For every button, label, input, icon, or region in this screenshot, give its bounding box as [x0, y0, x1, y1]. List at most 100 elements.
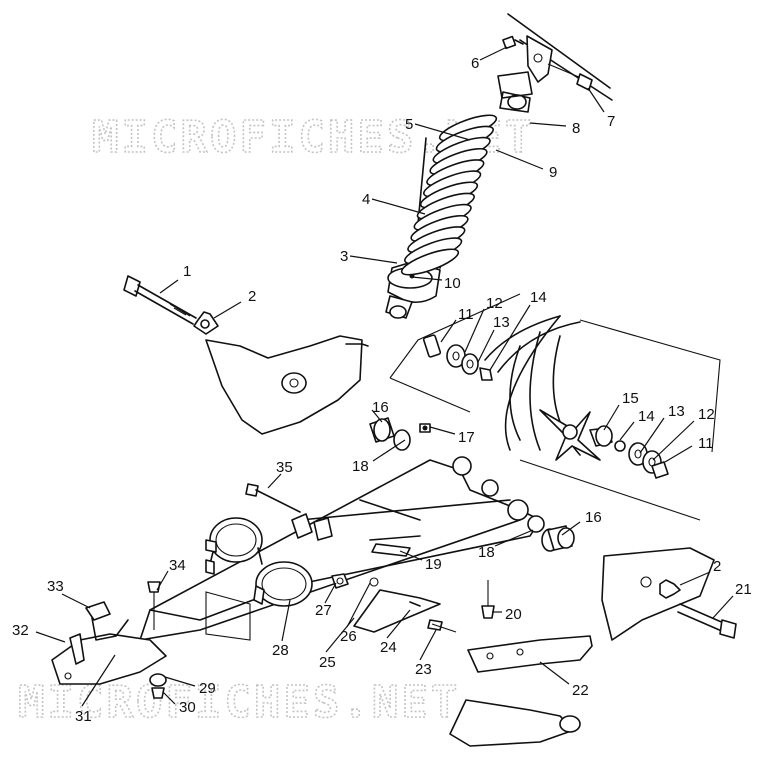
callout-26: 26 [340, 628, 357, 645]
callout-11: 11 [698, 435, 714, 452]
callout-23: 23 [415, 661, 432, 678]
leader-line [164, 676, 196, 687]
a-arm [139, 456, 545, 641]
leader-line [429, 426, 456, 435]
leader-line [213, 301, 242, 319]
callout-7: 7 [607, 113, 615, 130]
leader-line [281, 599, 291, 642]
callout-14: 14 [530, 289, 547, 306]
callout-18: 18 [352, 458, 369, 475]
callout-35: 35 [276, 459, 293, 476]
callout-27: 27 [315, 602, 332, 619]
foot-bracket [51, 601, 167, 685]
callout-13: 13 [493, 314, 510, 331]
leader-line [267, 473, 282, 489]
callout-6: 6 [471, 55, 479, 72]
callout-16: 16 [585, 509, 602, 526]
leader-line [346, 582, 371, 628]
leader-line [587, 87, 605, 113]
leader-line [561, 521, 581, 536]
callout-28: 28 [272, 642, 289, 659]
callout-17: 17 [458, 429, 475, 446]
callout-19: 19 [425, 556, 442, 573]
clamp-collars [205, 513, 333, 607]
leader-line [679, 571, 711, 586]
bolt-21 [677, 603, 737, 639]
a-arm-mount-bracket [205, 335, 369, 435]
washer-stack-right [589, 425, 669, 479]
leader-line [372, 439, 406, 462]
leader-line [464, 308, 485, 353]
hardware-box-left [205, 591, 251, 641]
leader-line [399, 550, 423, 561]
leader-line [494, 529, 534, 547]
leader-line [35, 631, 66, 643]
leader-line [162, 691, 176, 705]
right-bracket [601, 547, 715, 641]
callout-15: 15 [622, 390, 639, 407]
skid-plate [449, 635, 593, 747]
leader-line [495, 149, 544, 170]
bracket-25 [353, 577, 441, 633]
callout-32: 32 [12, 622, 29, 639]
callout-3: 3 [340, 248, 348, 265]
callout-1: 1 [183, 263, 191, 280]
callout-9: 9 [549, 164, 557, 181]
callout-29: 29 [199, 680, 216, 697]
leader-line [639, 417, 665, 454]
bolt-35 [245, 483, 301, 513]
callout-2: 2 [248, 288, 256, 305]
leader-line [712, 595, 734, 619]
leader-line [371, 198, 426, 215]
callout-24: 24 [380, 639, 397, 656]
leader-line [349, 255, 398, 264]
leader-line [411, 276, 443, 281]
nut-27 [331, 573, 349, 589]
leader-line [419, 629, 437, 661]
callout-16: 16 [372, 399, 389, 416]
leader-line [619, 421, 635, 441]
upper-bolt [123, 275, 197, 325]
wheel-hub [484, 315, 601, 461]
leader-line [414, 123, 471, 141]
callout-18: 18 [478, 544, 495, 561]
callout-34: 34 [169, 557, 186, 574]
leader-line [61, 593, 91, 609]
callout-4: 4 [362, 191, 370, 208]
callout-2: 2 [713, 558, 721, 575]
leader-line [477, 329, 495, 363]
leader-line [479, 46, 508, 61]
leader-line [156, 570, 169, 591]
leader-line [386, 609, 411, 639]
washer-stack-left [422, 334, 493, 381]
leader-line [529, 122, 567, 127]
leader-line [652, 420, 695, 461]
bolt-20 [481, 580, 495, 619]
callout-21: 21 [735, 581, 752, 598]
callout-33: 33 [47, 578, 64, 595]
spring-coil [400, 248, 460, 276]
washer-29-30 [149, 673, 167, 699]
leader-line [159, 279, 179, 294]
leader-line [324, 582, 337, 604]
leader-line [539, 661, 570, 685]
callout-31: 31 [75, 708, 92, 725]
star-washer-upper [193, 311, 219, 335]
leader-line [371, 409, 383, 423]
callout-25: 25 [319, 654, 336, 671]
pin-23-24 [409, 601, 457, 633]
callout-12: 12 [486, 295, 503, 312]
callout-22: 22 [572, 682, 589, 699]
leader-line [440, 319, 457, 343]
hardware-box-right [519, 319, 721, 521]
leader-line [81, 654, 116, 707]
watermark-bottom: MICROFICHES.NET [18, 677, 460, 728]
callout-11: 11 [458, 306, 474, 323]
callout-5: 5 [405, 116, 413, 133]
callout-20: 20 [505, 606, 522, 623]
upper-mount-bracket [502, 13, 613, 101]
leader-line [664, 445, 693, 463]
hardware-box-upper [389, 293, 521, 413]
